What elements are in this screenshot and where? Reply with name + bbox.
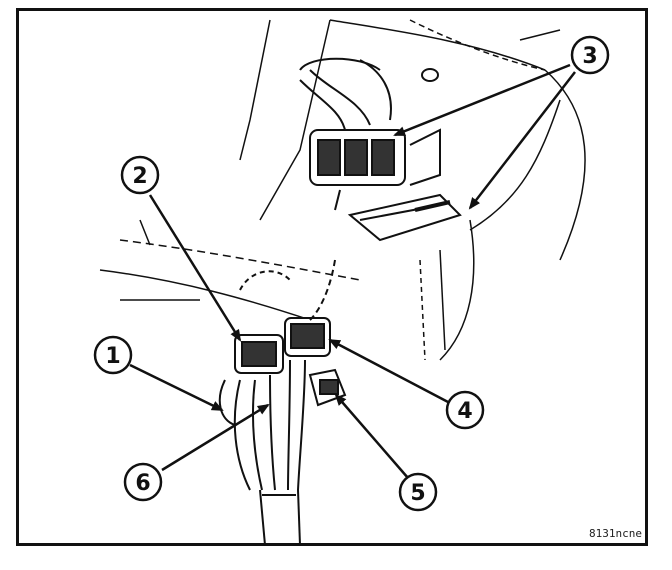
leader-lines [129, 63, 576, 479]
figure-code: 8131ncne [589, 527, 642, 540]
callout-2: 2 [120, 155, 160, 195]
callout-3: 3 [570, 35, 610, 75]
callout-5: 5 [398, 472, 438, 512]
callout-6: 6 [123, 462, 163, 502]
leader-line-1 [129, 363, 224, 412]
callout-label-3: 3 [582, 44, 597, 69]
callout-label-6: 6 [135, 471, 150, 496]
callout-label-5: 5 [410, 481, 425, 506]
figure-frame [16, 8, 648, 546]
leader-line-3b [468, 71, 576, 210]
callout-1: 1 [93, 335, 133, 375]
callout-label-2: 2 [132, 164, 147, 189]
leader-line-3a [393, 63, 571, 137]
leader-line-6 [161, 403, 270, 472]
leader-line-2 [148, 194, 242, 342]
upper-connector-block [299, 57, 462, 242]
leader-line-5 [334, 393, 409, 479]
callout-label-4: 4 [457, 399, 472, 424]
lower-harness [218, 259, 347, 546]
leader-line-4 [328, 338, 449, 404]
callout-label-1: 1 [105, 344, 120, 369]
callout-4: 4 [445, 390, 485, 430]
dash-panel-outline [99, 19, 586, 361]
